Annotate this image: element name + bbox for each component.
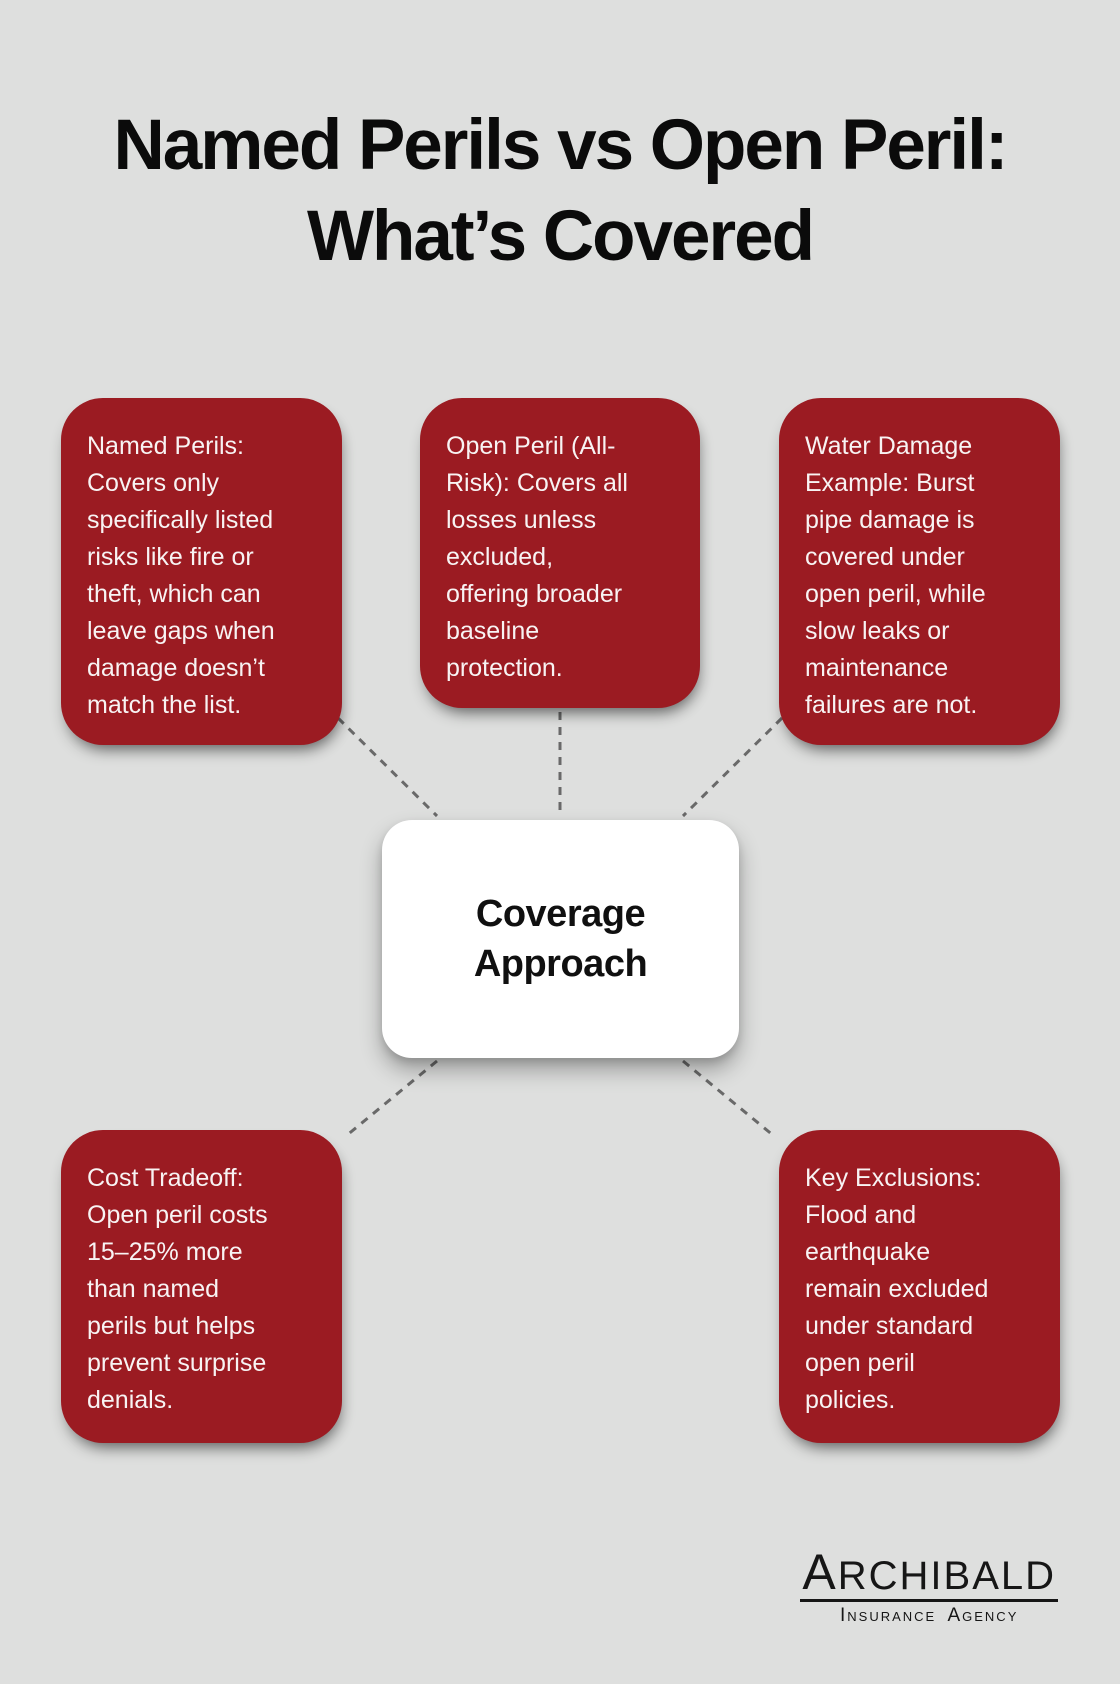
connector-water-damage xyxy=(681,716,784,818)
info-card-open-peril: Open Peril (All-Risk): Covers all losses… xyxy=(420,398,700,708)
connector-named-perils xyxy=(336,716,439,818)
page-title: Named Perils vs Open Peril: What’s Cover… xyxy=(0,100,1120,282)
company-logo-name: ARCHIBALD xyxy=(800,1544,1058,1602)
company-logo: ARCHIBALD Insurance Agency xyxy=(800,1549,1058,1627)
info-card-water-damage: Water Damage Example: Burst pipe damage … xyxy=(779,398,1060,745)
company-logo-tagline: Insurance Agency xyxy=(840,1605,1019,1626)
info-card-cost-tradeoff: Cost Tradeoff: Open peril costs 15–25% m… xyxy=(61,1130,342,1443)
connector-cost-tradeoff xyxy=(345,1059,438,1138)
info-card-key-exclusions: Key Exclusions: Flood and earthquake rem… xyxy=(779,1130,1060,1443)
page-title-line-1: Named Perils vs Open Peril: xyxy=(113,106,1008,185)
connector-key-exclusions xyxy=(682,1059,775,1138)
center-node-label: Coverage Approach xyxy=(473,893,648,985)
page-title-line-2: What’s Covered xyxy=(307,197,815,276)
center-node-coverage-approach: Coverage Approach xyxy=(382,820,739,1058)
info-card-named-perils: Named Perils: Covers only specifically l… xyxy=(61,398,342,745)
